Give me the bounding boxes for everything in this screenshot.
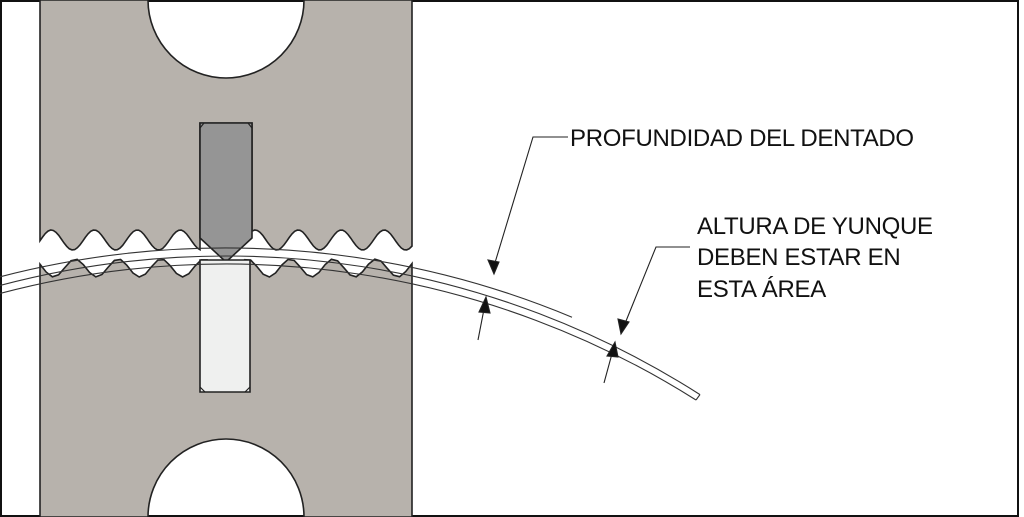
anvil-chamfer	[199, 386, 251, 393]
workpiece-arcs	[0, 247, 701, 401]
arc-middle	[0, 255, 701, 396]
punch-chamfer	[199, 122, 253, 129]
anvil-leader	[623, 246, 690, 327]
arc-end	[695, 394, 701, 401]
anvil-label-line2: DEBEN ESTAR EN	[697, 244, 901, 271]
arrow-icon	[478, 295, 491, 314]
arrow-icon	[617, 318, 630, 336]
arc-lower	[0, 263, 697, 401]
arc-upper	[0, 247, 573, 318]
arrow-icon	[487, 259, 500, 276]
arrow-icon	[606, 340, 619, 358]
depth-label: PROFUNDIDAD DEL DENTADO	[570, 125, 914, 152]
punch	[199, 122, 253, 264]
top-die	[39, 0, 413, 252]
anvil	[199, 259, 251, 393]
depth-leader	[493, 136, 568, 267]
anvil-label-line1: ALTURA DE YUNQUE	[697, 213, 933, 240]
leaders	[477, 136, 690, 384]
anvil-label-line3: ESTA ÁREA	[697, 276, 826, 303]
